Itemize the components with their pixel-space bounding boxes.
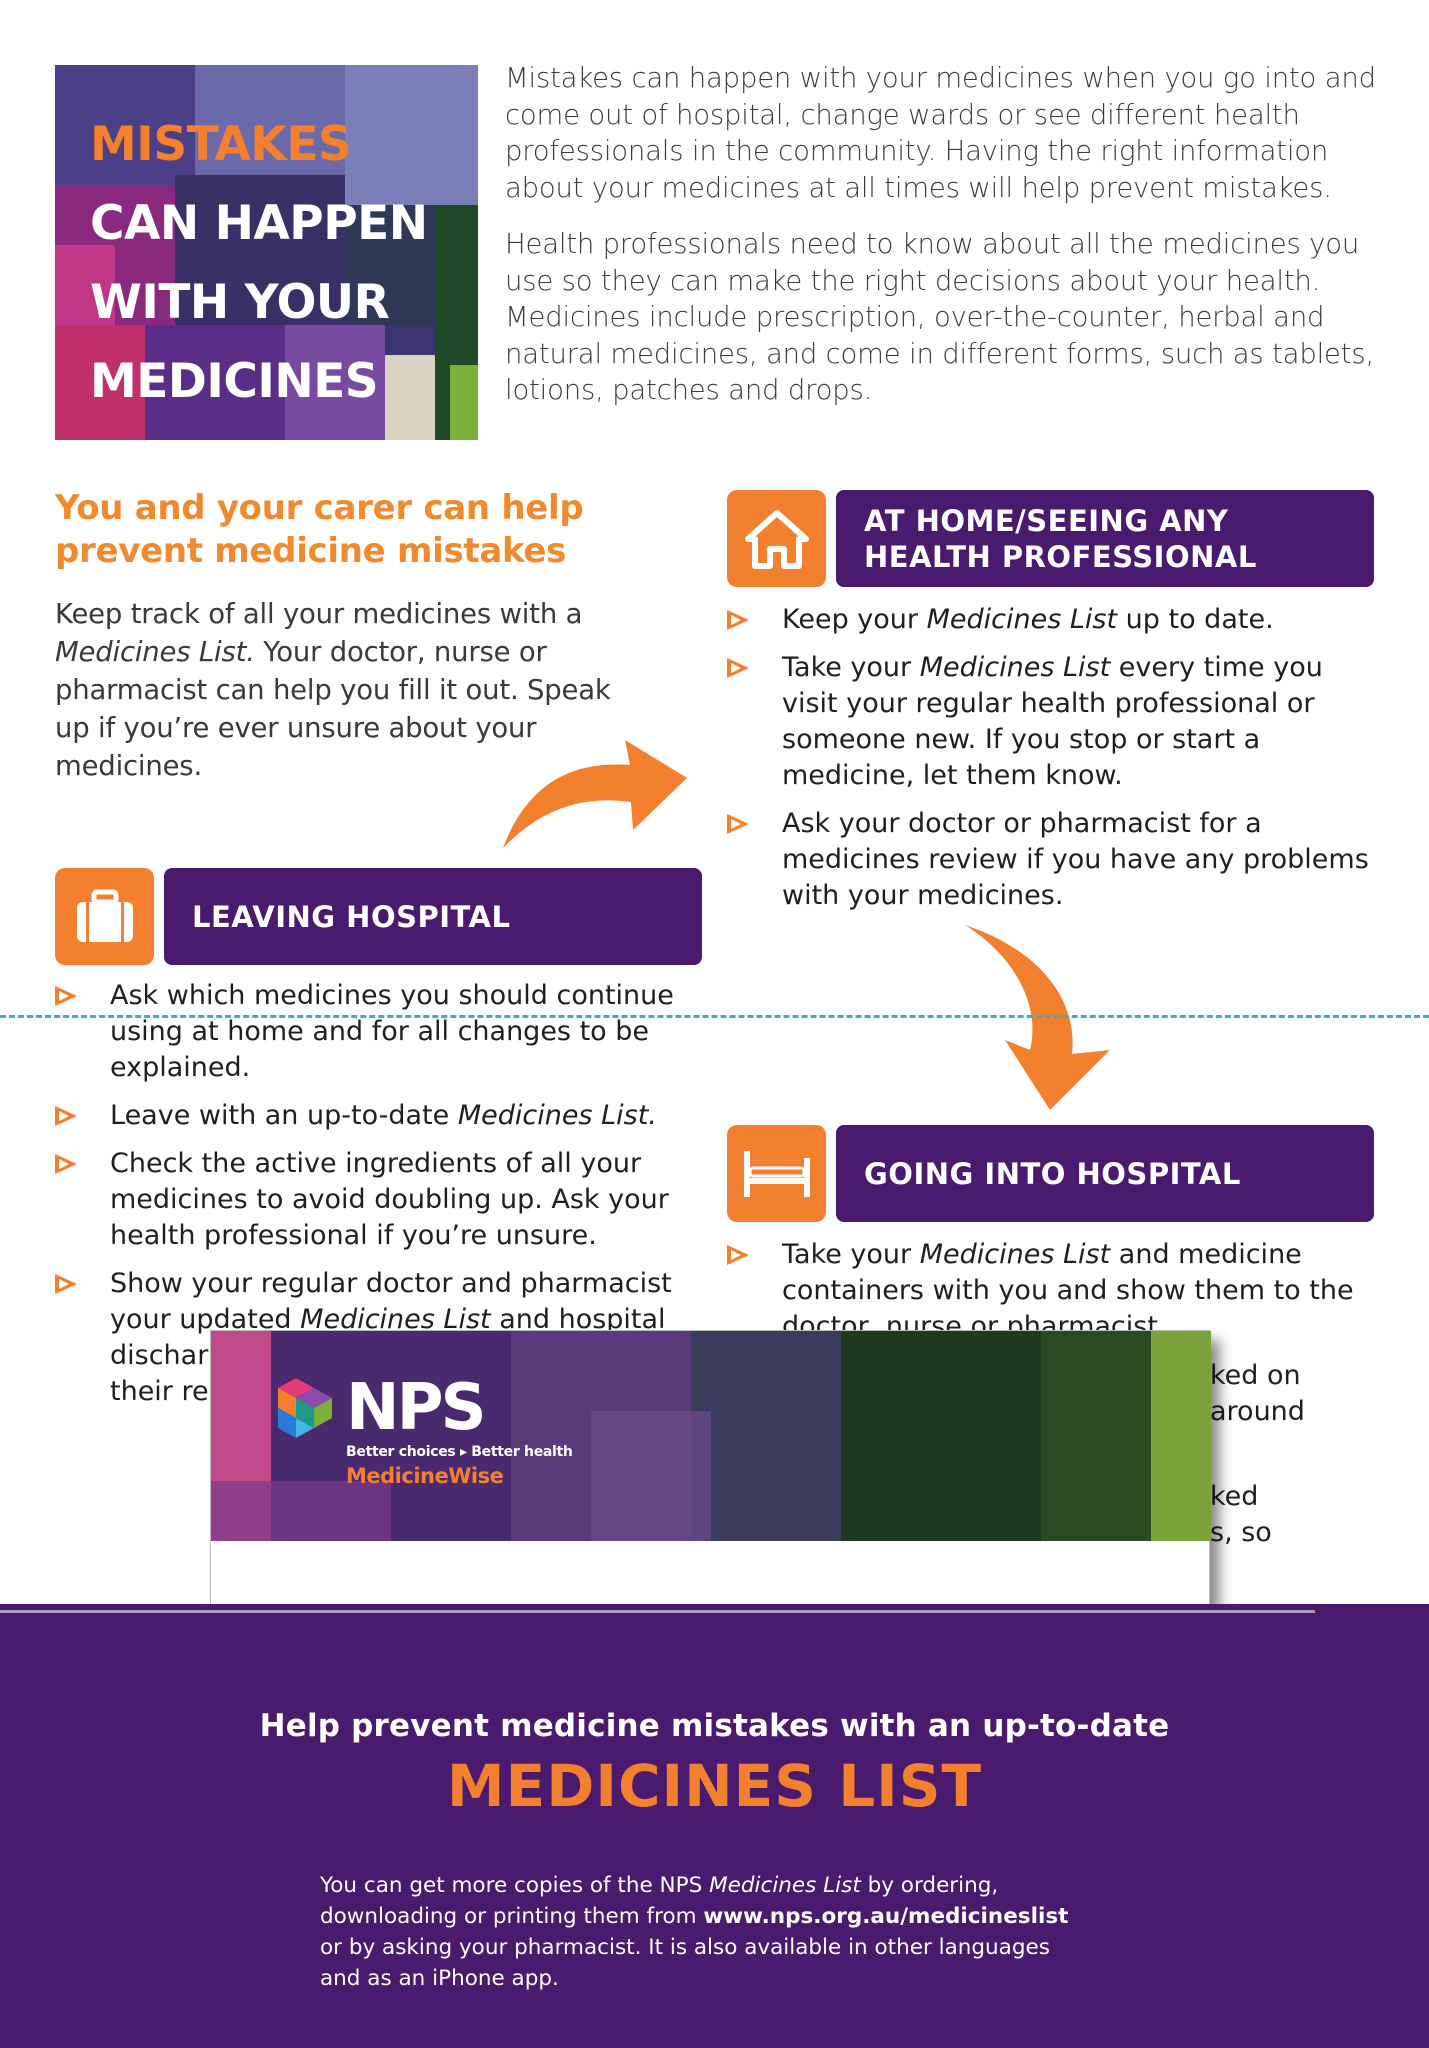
- bullet-text: Show your regular doctor and pharmacist: [110, 1268, 672, 1299]
- bullet-text: Check the active ingredients of all your…: [110, 1148, 669, 1251]
- leaving-bullet-list: Ask which medicines you should continue …: [55, 978, 695, 1422]
- intro-text: Mistakes can happen with your medicines …: [505, 60, 1385, 429]
- bullet-triangle-icon: [55, 1106, 77, 1126]
- going-fragment-3: ked: [1210, 1481, 1259, 1512]
- carer-heading: You and your carer can help prevent medi…: [55, 488, 584, 571]
- nps-banner: [211, 1331, 1211, 1541]
- carer-body-italic: Medicines List.: [55, 636, 255, 668]
- bullet-triangle-icon: [55, 1274, 77, 1294]
- bullet-text-4: and hospital: [490, 1304, 666, 1335]
- bullet-text: Leave with an up-to-date: [110, 1100, 458, 1131]
- footer-title: MEDICINES LIST: [446, 1752, 983, 1820]
- bullet-text-5: dischar: [110, 1340, 209, 1371]
- list-item: Take your Medicines List and medicine co…: [727, 1237, 1387, 1345]
- bullet-text-italic: Medicines List: [919, 1239, 1111, 1270]
- carer-body-text: Keep track of all your medicines with a: [55, 598, 583, 630]
- bullet-triangle-icon: [727, 610, 749, 630]
- footer-body: You can get more copies of the NPS Medic…: [320, 1870, 1170, 1994]
- bullet-text-italic: Medicines List.: [457, 1100, 657, 1131]
- list-item: Ask which medicines you should continue …: [55, 978, 695, 1086]
- going-fragment-1: ked on: [1210, 1360, 1301, 1391]
- carer-body: Keep track of all your medicines with a …: [55, 595, 635, 785]
- medicines-list-card-image: NPS Better choices ▸ Better health Medic…: [210, 1330, 1211, 1605]
- bullet-triangle-icon: [727, 658, 749, 678]
- leaving-section-header: LEAVING HOSPITAL: [55, 868, 702, 965]
- suitcase-icon: [55, 868, 154, 965]
- bullet-text-2: every time you visit your regular health…: [782, 652, 1323, 791]
- bullet-text-italic: Medicines List: [300, 1304, 491, 1335]
- footer-text-2: by ordering,: [860, 1873, 999, 1898]
- nps-cube-logo-icon: [278, 1378, 332, 1438]
- home-section-label: AT HOME/SEEING ANY HEALTH PROFESSIONAL: [836, 490, 1374, 587]
- footer-url-link[interactable]: www.nps.org.au/medicineslist: [703, 1904, 1069, 1929]
- footer-text-italic: Medicines List: [709, 1873, 861, 1898]
- bullet-text-3: dated: [213, 1304, 301, 1335]
- bullet-triangle-icon: [727, 1245, 749, 1265]
- bullet-triangle-icon: [55, 1154, 77, 1174]
- going-section-label: GOING INTO HOSPITAL: [836, 1125, 1374, 1222]
- hero-banner: MISTAKES CAN HAPPEN WITH YOUR MEDICINES: [55, 65, 478, 440]
- bullet-text-italic: Medicines List: [919, 652, 1111, 683]
- hero-title-line-1: MISTAKES: [90, 117, 352, 172]
- hero-title-line-4: MEDICINES: [90, 354, 379, 409]
- list-item: Ask your doctor or pharmacist for a medi…: [727, 806, 1387, 914]
- footer-divider: [0, 1610, 1315, 1613]
- bullet-text: Ask your doctor or pharmacist for a medi…: [782, 808, 1369, 911]
- nps-wordmark: NPS: [346, 1371, 487, 1445]
- leaving-section-label: LEAVING HOSPITAL: [164, 868, 702, 965]
- bullet-text: Keep your: [782, 604, 927, 635]
- going-bullet-list: Take your Medicines List and medicine co…: [727, 1237, 1387, 1357]
- going-fragment-4: s, so: [1210, 1517, 1272, 1548]
- list-item: Keep your Medicines List up to date.: [727, 602, 1387, 638]
- list-item: Show your regular doctor and pharmacist y…: [55, 1266, 695, 1410]
- footer-text-4: or by asking your pharmacist. It is also…: [320, 1935, 1050, 1960]
- footer-text: You can get more copies of the NPS: [320, 1873, 710, 1898]
- bullet-text-2: up to date.: [1117, 604, 1274, 635]
- list-item: Take your Medicines List every time you …: [727, 650, 1387, 794]
- hero-title: MISTAKES CAN HAPPEN WITH YOUR MEDICINES: [90, 105, 428, 421]
- bullet-triangle-icon: [727, 814, 749, 834]
- bed-icon: [727, 1125, 826, 1222]
- nps-medicinewise: MedicineWise: [346, 1464, 504, 1488]
- bullet-text: Ask which medicines you should continue …: [110, 980, 674, 1083]
- hero-title-line-2: CAN HAPPEN: [90, 196, 428, 251]
- list-item: Check the active ingredients of all your…: [55, 1146, 695, 1254]
- bullet-text-2: your up: [110, 1304, 214, 1335]
- bullet-triangle-icon: [55, 986, 77, 1006]
- home-section-header: AT HOME/SEEING ANY HEALTH PROFESSIONAL: [727, 490, 1374, 587]
- carer-body-text-2: Your doctor, nurse or pharmacist can hel…: [55, 636, 611, 782]
- footer-panel: [0, 1604, 1429, 2048]
- hero-title-line-3: WITH YOUR: [90, 275, 390, 330]
- curved-arrow-right-icon: [503, 740, 687, 848]
- intro-paragraph-2: Health professionals need to know about …: [505, 228, 1374, 406]
- house-icon: [727, 490, 826, 587]
- going-section-header: GOING INTO HOSPITAL: [727, 1125, 1374, 1222]
- intro-paragraph-1: Mistakes can happen with your medicines …: [505, 62, 1376, 204]
- bullet-text-2: and medicine containers with you and sho…: [782, 1239, 1354, 1306]
- list-item: Leave with an up-to-date Medicines List.: [55, 1098, 695, 1134]
- going-fragment-2: around: [1210, 1396, 1305, 1427]
- bullet-text: Take your: [782, 1239, 920, 1270]
- footer-text-5: and as an iPhone app.: [320, 1966, 559, 1991]
- footer-text-3: downloading or printing them from: [320, 1904, 704, 1929]
- bullet-text-italic: Medicines List: [926, 604, 1118, 635]
- nps-tagline: Better choices ▸ Better health: [346, 1444, 573, 1460]
- bullet-text-6: their re: [110, 1376, 209, 1407]
- dashed-divider: [0, 1015, 1429, 1018]
- bullet-text: Take your: [782, 652, 920, 683]
- footer-kicker: Help prevent medicine mistakes with an u…: [259, 1708, 1170, 1744]
- home-bullet-list: Keep your Medicines List up to date. Tak…: [727, 602, 1387, 926]
